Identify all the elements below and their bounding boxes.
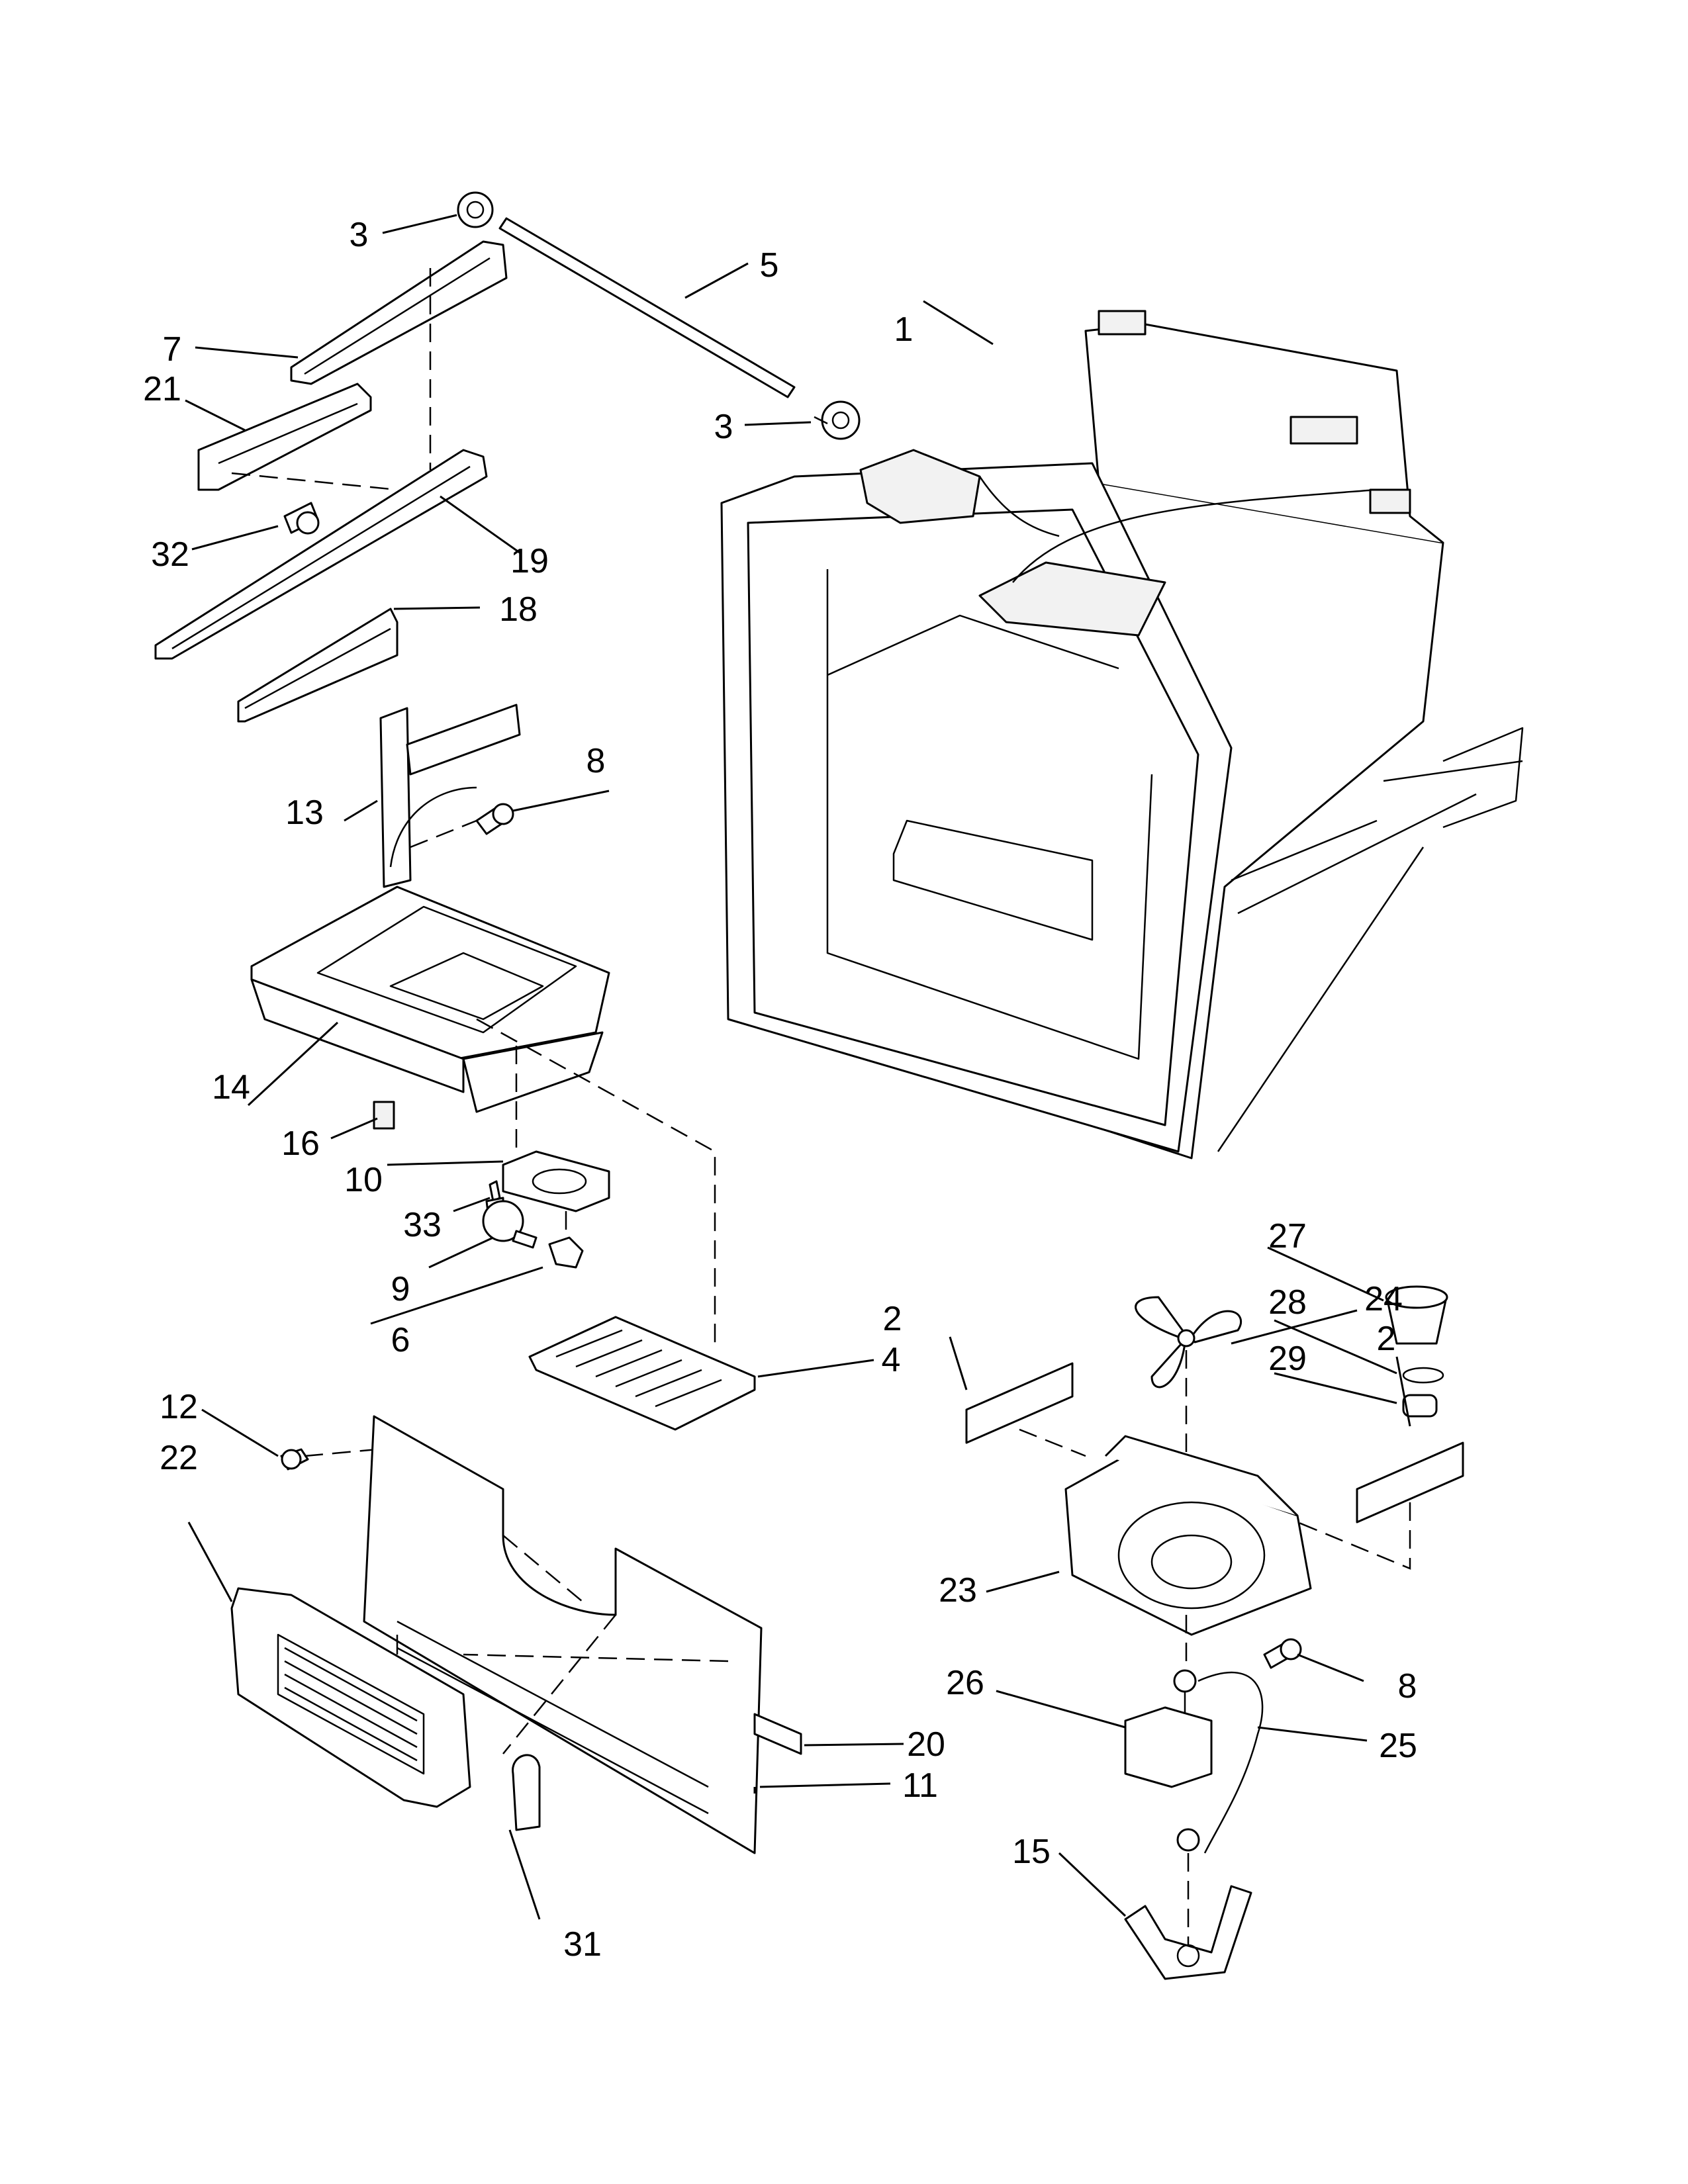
- callout-15: 15: [1012, 1833, 1051, 1871]
- part-32-screw: [283, 502, 320, 535]
- callout-22: 22: [160, 1439, 198, 1477]
- part-3-gear-top: [457, 191, 494, 228]
- callout-29: 29: [1268, 1340, 1307, 1378]
- callout-12: 12: [160, 1388, 198, 1426]
- part-31-clip: [512, 1754, 541, 1831]
- part-2-pad-left: [965, 1362, 1074, 1444]
- part-26-fan-motor: [1124, 1669, 1213, 1788]
- part-4-light-shield: [528, 1316, 756, 1431]
- part-20-strip: [753, 1713, 802, 1755]
- part-5-rod: [498, 217, 796, 398]
- part-8-screw-upper: [475, 803, 514, 835]
- callout-1: 1: [894, 310, 914, 349]
- part-22-grille: [230, 1587, 471, 1808]
- callout-3-middle: 3: [714, 408, 733, 446]
- part-29-seal: [1402, 1394, 1438, 1418]
- part-3-gear-bottom: [814, 400, 861, 440]
- callout-14: 14: [212, 1068, 250, 1107]
- callout-13: 13: [285, 794, 324, 832]
- callout-23: 23: [939, 1571, 977, 1610]
- part-11-cover-panel: [363, 1415, 763, 1854]
- part-10-light-housing: [502, 1150, 610, 1212]
- callout-33: 33: [403, 1206, 442, 1244]
- part-21-slide-bracket: [197, 383, 372, 491]
- part-23-fan-shroud: [1064, 1435, 1312, 1636]
- part-18-lower-rail: [237, 608, 399, 723]
- part-13-bracket: [379, 704, 521, 888]
- part-9-bulb: [482, 1200, 538, 1249]
- callout-labels: 1 2 2 3 3 4 5 6 7 8 8 9 10 11 12 13 14 1…: [143, 216, 1417, 1964]
- callout-28: 28: [1268, 1283, 1307, 1322]
- callout-25: 25: [1379, 1727, 1417, 1765]
- callout-6: 6: [391, 1321, 410, 1359]
- part-24-fan-blade: [1135, 1296, 1243, 1388]
- part-27-cup: [1385, 1285, 1448, 1345]
- callout-7: 7: [163, 330, 182, 369]
- part-12-screw: [280, 1448, 309, 1471]
- callout-19: 19: [510, 542, 549, 580]
- callout-10: 10: [344, 1161, 383, 1199]
- part-25-wire-harness: [1197, 1671, 1264, 1854]
- callout-9: 9: [391, 1270, 410, 1308]
- callout-16: 16: [281, 1124, 320, 1163]
- callout-5: 5: [760, 246, 779, 285]
- callout-3-top: 3: [350, 216, 369, 254]
- callout-21: 21: [143, 370, 181, 408]
- leader-lines: [185, 214, 1411, 1920]
- callout-31: 31: [563, 1925, 602, 1964]
- callout-8-lower: 8: [1398, 1667, 1417, 1706]
- callout-2-left: 2: [883, 1300, 902, 1338]
- part-7-rail-cover: [290, 240, 508, 385]
- callout-24: 24: [1364, 1280, 1403, 1318]
- part-6-socket: [548, 1236, 584, 1269]
- part-1-freezer-liner: [720, 310, 1524, 1160]
- part-15-motor-bracket: [1124, 1828, 1252, 1980]
- callout-8-upper: 8: [586, 742, 606, 780]
- callout-18: 18: [499, 590, 538, 629]
- part-19-slide-rail: [154, 449, 488, 660]
- callout-20: 20: [907, 1725, 945, 1764]
- callout-11: 11: [902, 1766, 938, 1805]
- part-28-o-ring: [1402, 1367, 1444, 1384]
- part-8-screw-lower: [1263, 1638, 1302, 1669]
- part-14-drawer-frame: [250, 886, 610, 1113]
- part-16-clip: [373, 1101, 395, 1130]
- callout-26: 26: [946, 1664, 984, 1702]
- callout-32: 32: [151, 535, 189, 574]
- part-2-pad-right: [1356, 1441, 1464, 1524]
- callout-4: 4: [882, 1341, 901, 1379]
- callout-27: 27: [1268, 1217, 1307, 1255]
- callout-2-right: 2: [1377, 1320, 1396, 1358]
